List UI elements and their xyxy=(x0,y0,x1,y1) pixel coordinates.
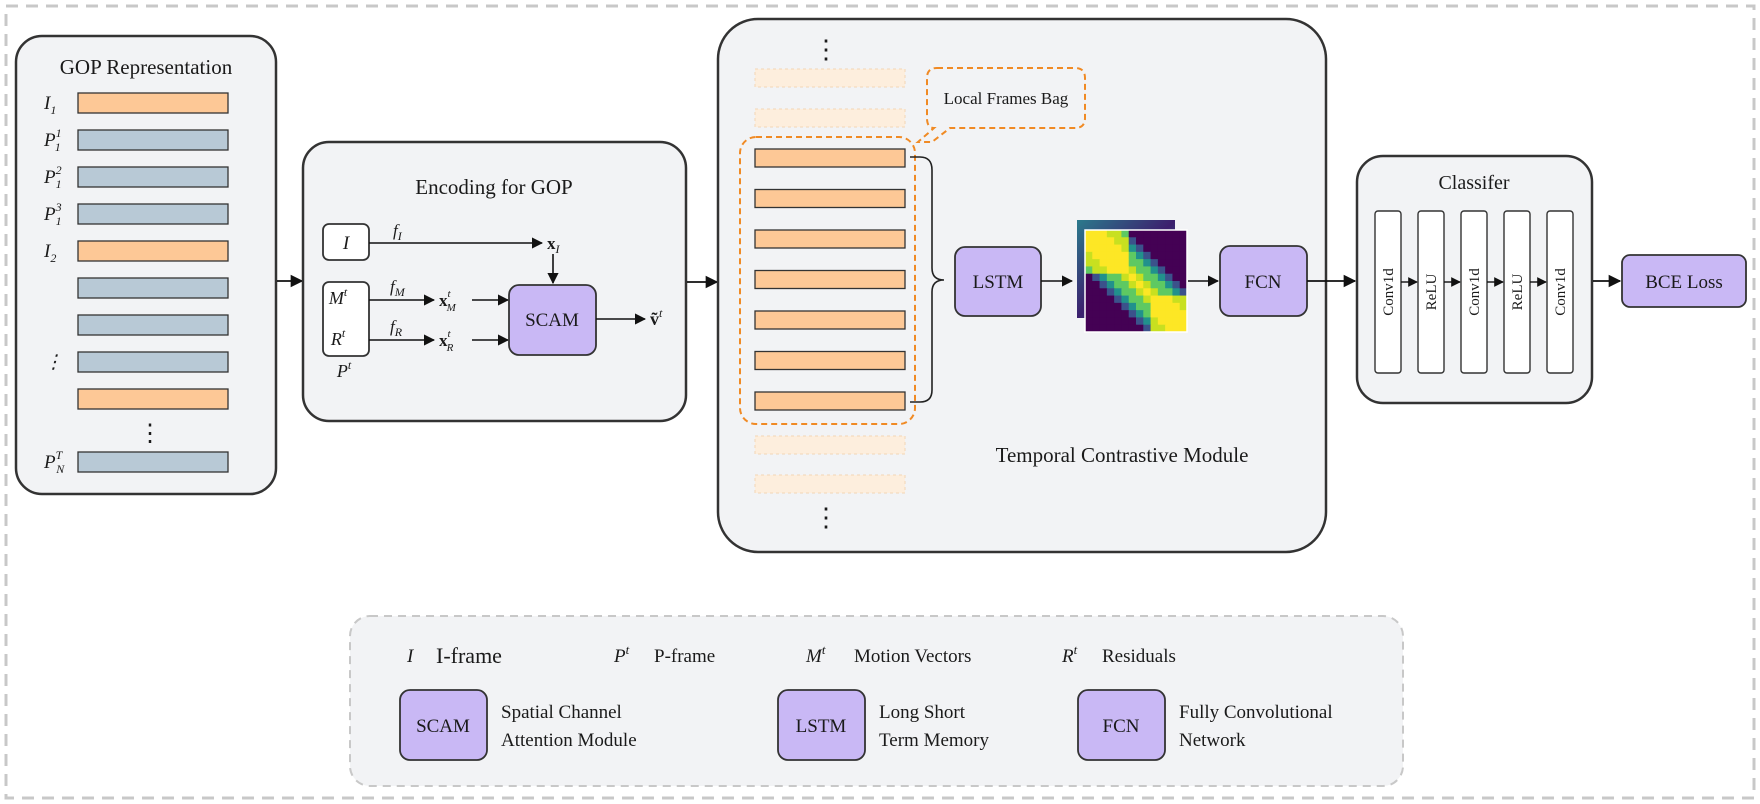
outer-border xyxy=(4,4,1756,800)
legend-lstm-label: LSTM xyxy=(796,716,847,737)
legend-lstm-box xyxy=(777,689,866,761)
faded-frame-2 xyxy=(754,108,906,128)
ellipsis-top: ⋮ xyxy=(813,35,839,64)
classifier-layer-label-4: ReLU xyxy=(1510,274,1526,311)
gop-frame-label-8: ⋮ xyxy=(44,352,63,373)
classifier-layer-label-5: Conv1d xyxy=(1553,268,1569,316)
bag-frame-3 xyxy=(754,229,906,249)
legend-text-i-frame: I-frame xyxy=(436,643,502,668)
gop-frame-5 xyxy=(77,240,229,262)
legend-sym-m: Mt xyxy=(805,642,826,667)
legend: I I-frame Pt P-frame Mt Motion Vectors R… xyxy=(349,615,1404,787)
bag-frame-5 xyxy=(754,310,906,330)
faded-frame-3 xyxy=(754,435,906,455)
faded-frame-1 xyxy=(754,68,906,88)
legend-text-motion: Motion Vectors xyxy=(854,646,971,667)
legend-fcn-box xyxy=(1077,689,1166,761)
classifier-layer-label-3: Conv1d xyxy=(1467,268,1483,316)
classifier-layer-1 xyxy=(1374,210,1402,374)
gop-frame-3 xyxy=(77,166,229,188)
input-r-label: Rt xyxy=(330,326,346,349)
bce-loss-label: BCE Loss xyxy=(1645,272,1723,293)
gop-frame-label-1: I1 xyxy=(43,93,56,117)
classifier-layers: Conv1d ReLU Conv1d ReLU Conv1d xyxy=(1374,210,1574,374)
temporal-panel: ⋮ Local Frames Bag LSTM FCN Temporal Con… xyxy=(716,17,1328,554)
bag-callout-label: Local Frames Bag xyxy=(944,89,1069,108)
classifier-title: Classifer xyxy=(1438,172,1509,194)
legend-sym-r: Rt xyxy=(1061,642,1078,667)
bag-frames xyxy=(754,148,906,411)
legend-lstm-line2: Term Memory xyxy=(879,730,990,751)
gop-frame-1 xyxy=(77,92,229,114)
bag-brace xyxy=(910,156,945,403)
legend-scam-label: SCAM xyxy=(416,716,470,737)
scam-label: SCAM xyxy=(525,310,579,331)
gop-title: GOP Representation xyxy=(60,55,233,79)
bag-frame-1 xyxy=(754,148,906,168)
input-p-box xyxy=(322,281,370,357)
gop-frame-8 xyxy=(77,351,229,373)
f-i-label: fI xyxy=(393,221,403,243)
faded-frame-4 xyxy=(754,474,906,494)
gop-frame-4 xyxy=(77,203,229,225)
legend-fcn-line2: Network xyxy=(1179,730,1246,751)
classifier-layer-5 xyxy=(1546,210,1574,374)
lstm-label: LSTM xyxy=(973,272,1024,293)
faded-frames xyxy=(754,68,906,494)
legend-lstm-line1: Long Short xyxy=(879,702,966,723)
input-m-label: Mt xyxy=(328,285,348,308)
input-i-label: I xyxy=(342,233,351,254)
scam-module xyxy=(508,284,597,356)
legend-sym-i: I xyxy=(406,646,415,667)
gop-frame-7 xyxy=(77,314,229,336)
classifier-layer-3 xyxy=(1460,210,1488,374)
gop-frame-label-5: I2 xyxy=(43,241,56,265)
classifier-panel: Classifer Conv1d ReLU Conv1d ReLU Conv1d xyxy=(1355,154,1594,405)
classifier-layer-4 xyxy=(1503,210,1531,374)
f-m-label: fM xyxy=(390,277,406,299)
legend-scam-line2: Attention Module xyxy=(501,730,637,751)
x-i-label: xI xyxy=(547,234,561,256)
output-v-label: ṽt xyxy=(650,306,663,329)
bag-frame-7 xyxy=(754,391,906,411)
classifier-layer-label-1: Conv1d xyxy=(1381,268,1397,316)
encoding-title: Encoding for GOP xyxy=(415,175,572,199)
legend-text-residuals: Residuals xyxy=(1102,646,1176,667)
gop-frame-6 xyxy=(77,277,229,299)
legend-fcn-label: FCN xyxy=(1103,716,1140,737)
legend-scam-line1: Spatial Channel xyxy=(501,702,622,723)
bag-frame-6 xyxy=(754,350,906,371)
temporal-title: Temporal Contrastive Module xyxy=(996,443,1249,467)
classifier-layer-2 xyxy=(1417,210,1445,374)
bag-frame-2 xyxy=(754,188,906,209)
gop-ellipsis: ⋮ xyxy=(138,421,162,447)
bce-loss-box xyxy=(1621,254,1747,308)
local-frames-bag xyxy=(739,136,916,425)
gop-frame-10 xyxy=(77,451,229,473)
ellipsis-bottom: ⋮ xyxy=(813,503,839,532)
f-r-label: fR xyxy=(390,317,403,339)
legend-sym-p: Pt xyxy=(613,642,630,667)
gop-frame-2 xyxy=(77,129,229,151)
classifier-layer-label-2: ReLU xyxy=(1424,274,1440,311)
legend-fcn-line1: Fully Convolutional xyxy=(1179,702,1333,723)
legend-scam-box xyxy=(399,689,488,761)
gop-frame-9 xyxy=(77,388,229,410)
bag-frame-4 xyxy=(754,269,906,290)
fcn-label: FCN xyxy=(1245,272,1282,293)
input-i-box xyxy=(322,223,370,261)
legend-text-p-frame: P-frame xyxy=(654,646,715,667)
similarity-heatmap xyxy=(1077,220,1188,333)
input-p-label: Pt xyxy=(336,358,352,381)
